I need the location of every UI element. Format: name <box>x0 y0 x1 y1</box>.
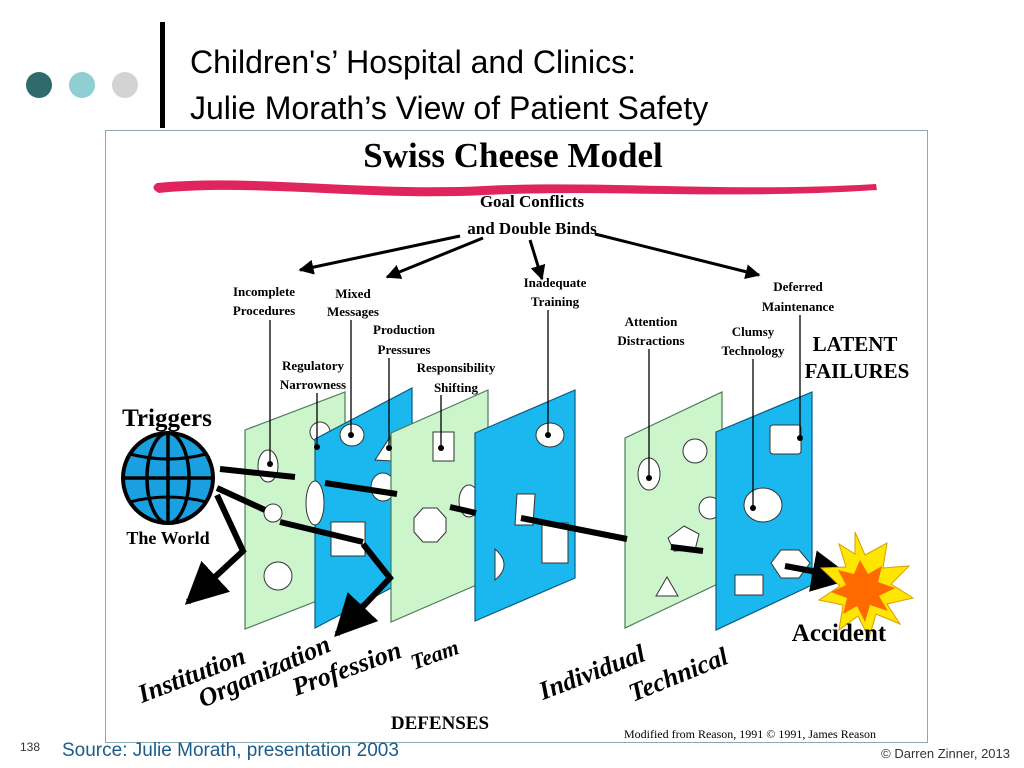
defenses-label: DEFENSES <box>391 713 489 734</box>
swiss-cheese-diagram: Swiss Cheese Model Goal Conflicts and Do… <box>105 130 928 743</box>
latent-dots <box>267 432 803 511</box>
label-regulatory-2: Narrowness <box>280 377 346 392</box>
latent-failures-line1: LATENT <box>813 332 898 356</box>
diagram-heading: Swiss Cheese Model <box>363 136 663 175</box>
slide-number: 138 <box>20 740 41 754</box>
accident-explosion-icon <box>817 531 915 640</box>
red-squiggle <box>153 180 877 197</box>
slide-title-line-1: Children's’ Hospital and Clinics: <box>190 44 636 80</box>
label-mixed-1: Mixed <box>335 286 371 301</box>
label-inadequate-2: Training <box>531 294 580 309</box>
label-attention-1: Attention <box>625 314 678 329</box>
slice-technical <box>715 391 813 631</box>
label-deferred-2: Maintenance <box>762 299 834 314</box>
accident-label: Accident <box>792 620 887 647</box>
label-incomplete-2: Procedures <box>233 303 295 318</box>
globe-icon <box>121 431 215 525</box>
goal-conflicts-line2: and Double Binds <box>467 219 597 238</box>
trajectory-arrows <box>184 466 855 638</box>
latent-leader-lines <box>269 310 801 508</box>
source-citation: Source: Julie Morath, presentation 2003 <box>62 740 399 761</box>
label-attention-2: Distractions <box>617 333 684 348</box>
slide-title-line-2: Julie Morath’s View of Patient Safety <box>190 90 709 126</box>
label-clumsy-1: Clumsy <box>732 324 775 339</box>
label-responsibility-2: Shifting <box>434 380 479 395</box>
title-divider-bar <box>160 22 165 128</box>
label-inadequate-1: Inadequate <box>524 275 587 290</box>
label-incomplete-1: Incomplete <box>233 284 295 299</box>
slice-profession <box>390 389 489 623</box>
latent-failures-line2: FAILURES <box>805 359 910 383</box>
reason-credit: Modified from Reason, 1991 © 1991, James… <box>624 727 876 741</box>
goal-conflict-arrows <box>298 232 761 281</box>
label-production-2: Pressures <box>378 342 431 357</box>
label-deferred-1: Deferred <box>773 279 823 294</box>
label-responsibility-1: Responsibility <box>417 360 496 375</box>
goal-conflicts-line1: Goal Conflicts <box>480 192 585 211</box>
slice-team <box>474 389 576 622</box>
nav-dot-gray <box>112 72 138 98</box>
nav-dot-dark <box>26 72 52 98</box>
label-mixed-2: Messages <box>327 304 379 319</box>
nav-dot-light <box>69 72 95 98</box>
triggers-label: Triggers <box>122 405 212 432</box>
label-production-1: Production <box>373 322 436 337</box>
label-regulatory-1: Regulatory <box>282 358 345 373</box>
copyright-notice: © Darren Zinner, 2013 <box>881 746 1010 761</box>
the-world-label: The World <box>126 528 209 548</box>
label-clumsy-2: Technology <box>721 343 785 358</box>
